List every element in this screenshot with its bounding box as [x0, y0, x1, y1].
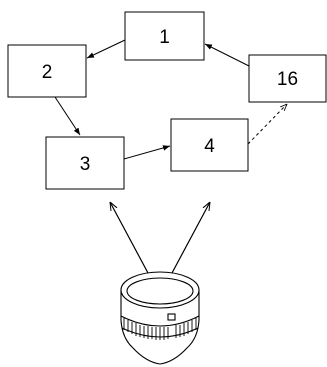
- box-4: 4: [170, 118, 249, 172]
- box-3-label: 3: [80, 154, 91, 175]
- box-2-label: 2: [42, 62, 53, 83]
- box-1-label: 1: [159, 27, 170, 48]
- lens-arrow-left: [110, 202, 149, 274]
- camera-lens-icon: [120, 271, 200, 365]
- edge-2-to-3: [54, 96, 81, 136]
- box-16: 16: [248, 54, 327, 103]
- edge-1-to-2: [86, 39, 126, 59]
- box-1: 1: [124, 11, 205, 61]
- box-2: 2: [7, 44, 87, 98]
- box-3: 3: [45, 136, 125, 190]
- box-16-label: 16: [277, 69, 298, 90]
- lens-arrow-right: [171, 202, 210, 274]
- box-4-label: 4: [204, 136, 215, 157]
- lens-knurl-ring: [123, 318, 197, 340]
- edge-3-to-4: [123, 145, 171, 160]
- edge-4-to-16: [247, 104, 287, 145]
- edge-16-to-1: [204, 43, 250, 67]
